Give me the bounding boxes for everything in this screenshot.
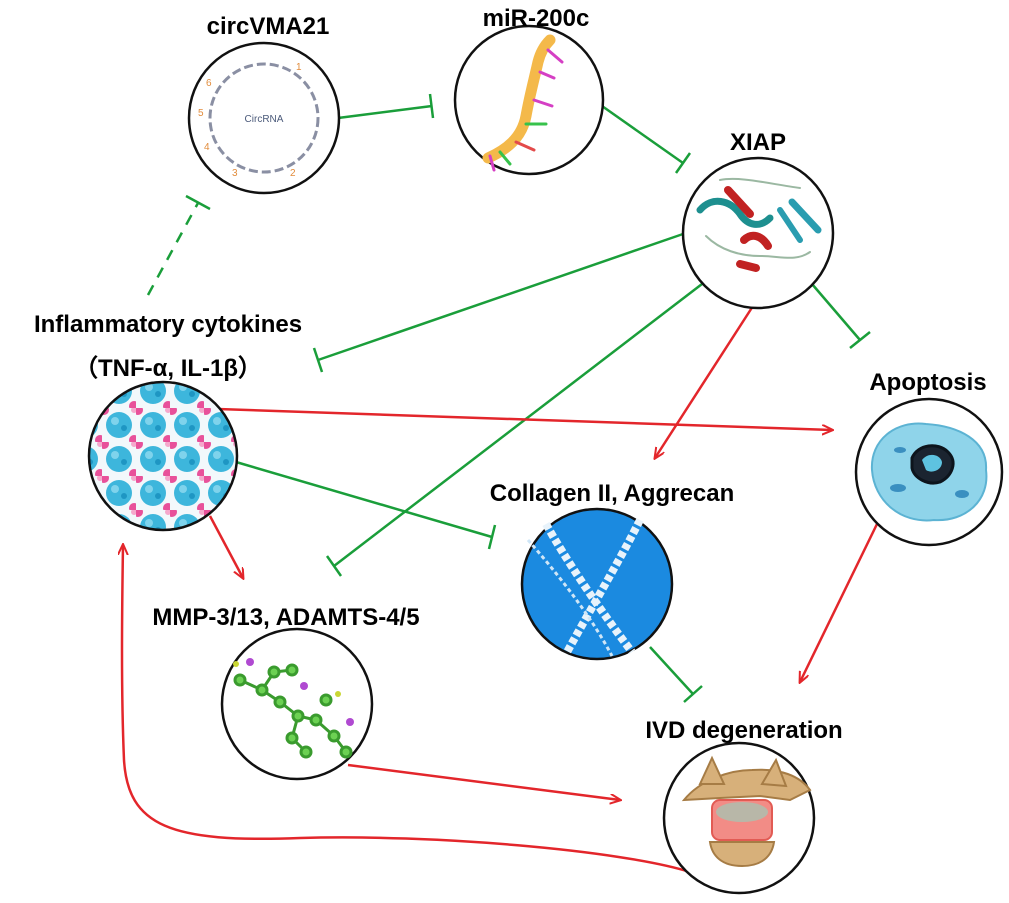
edge-bar-mir200c [428,93,435,119]
ring-number-3: 3 [232,168,238,179]
edge-mir200c-inhibits-xiap [601,104,684,165]
ring-number-1: 1 [296,62,302,73]
label-mmp: MMP-3/13, ADAMTS-4/5 [152,604,419,631]
label-collagen: Collagen II, Aggrecan [490,480,735,507]
protein-helix [696,197,774,228]
edge-bar-ivd [683,685,703,703]
node-ivd [662,741,816,895]
circrna-ring [208,62,320,174]
edge-xiap-promotes-collagen [655,305,755,458]
atom-yellow [233,661,239,667]
edge-bar-xiap [674,152,692,174]
edge-bar-collagen [487,524,497,550]
label-apoptosis: Apoptosis [869,369,986,396]
edge-bar-apoptosis [849,331,871,349]
edge-xiap-inhibits-mmp [333,283,703,567]
edge-apoptosis-promotes-ivd [800,523,879,682]
protein-sheet [777,207,803,243]
vertebra-process [698,755,726,785]
atom-purple [246,658,254,666]
organelle [894,447,906,453]
nucleotide [498,150,512,166]
edge-xiap-inhibits-apoptosis [811,283,861,341]
ring-number-4: 4 [204,142,210,153]
label-xiap: XIAP [730,129,786,156]
circrna-inner-label: CircRNA [245,114,284,125]
nucleotide [488,154,496,172]
node-apoptosis [854,397,1004,547]
inhibition-edges [146,93,871,703]
label-mir200c: miR-200c [483,5,590,32]
edge-cytokines-promotes-mmp [208,515,243,578]
cell-nucleus-inner [922,454,942,472]
edge-bar-circvma21 [185,194,211,211]
protein-loop [719,177,801,189]
node-mmp [220,627,374,781]
vertebra-process [760,757,788,788]
node-mir200c [453,24,605,176]
promotion-edges [122,305,879,874]
protein-helix [740,231,772,250]
edge-mmp-promotes-ivd [347,763,620,800]
node-collagen [520,507,674,661]
collagen-fiber [526,539,614,657]
edge-circvma21-inhibits-mir200c [337,104,433,120]
organelle [955,490,969,498]
molecule-structure [233,663,353,759]
atom-yellow [335,691,341,697]
protein-helix [736,260,760,272]
node-xiap [681,156,835,310]
label-cytokines-line2: （TNF-α, IL-1β） [74,355,262,382]
ring-number-5: 5 [198,108,204,119]
vertebral-body [708,841,776,868]
disc-top [716,802,768,822]
label-circvma21: circVMA21 [207,13,330,40]
organelle [890,484,906,492]
nucleotide [546,48,564,64]
collagen-fiber [562,518,644,656]
edge-ivd-feedback-cytokines [122,545,691,874]
edge-cytokines-inhibits-collagen [235,460,493,539]
mirna-strand [482,34,556,164]
collagen-fiber [542,522,636,655]
ring-number-6: 6 [206,78,212,89]
protein-loop [705,235,811,259]
edge-cytokines-inhibits-circvma21 [146,202,200,296]
protein-sheet [788,198,822,234]
nucleotide [514,140,536,152]
nucleotide [538,70,556,80]
edge-bar-cytokines [312,347,324,373]
atom-purple [346,718,354,726]
atom-purple [300,682,308,690]
protein-helix [724,186,754,218]
node-circvma21: CircRNA 1 2 3 4 5 6 [187,41,341,195]
edge-collagen-inhibits-ivd [649,646,694,695]
edge-cytokines-promotes-apoptosis [217,407,832,430]
nucleotide [532,98,554,108]
label-ivd: IVD degeneration [645,717,842,744]
edge-xiap-inhibits-cytokines [317,232,684,362]
edge-bar-mmp [325,555,343,577]
node-cytokines [87,380,239,532]
ring-number-2: 2 [290,168,296,179]
label-cytokines-line1: Inflammatory cytokines [34,311,302,338]
